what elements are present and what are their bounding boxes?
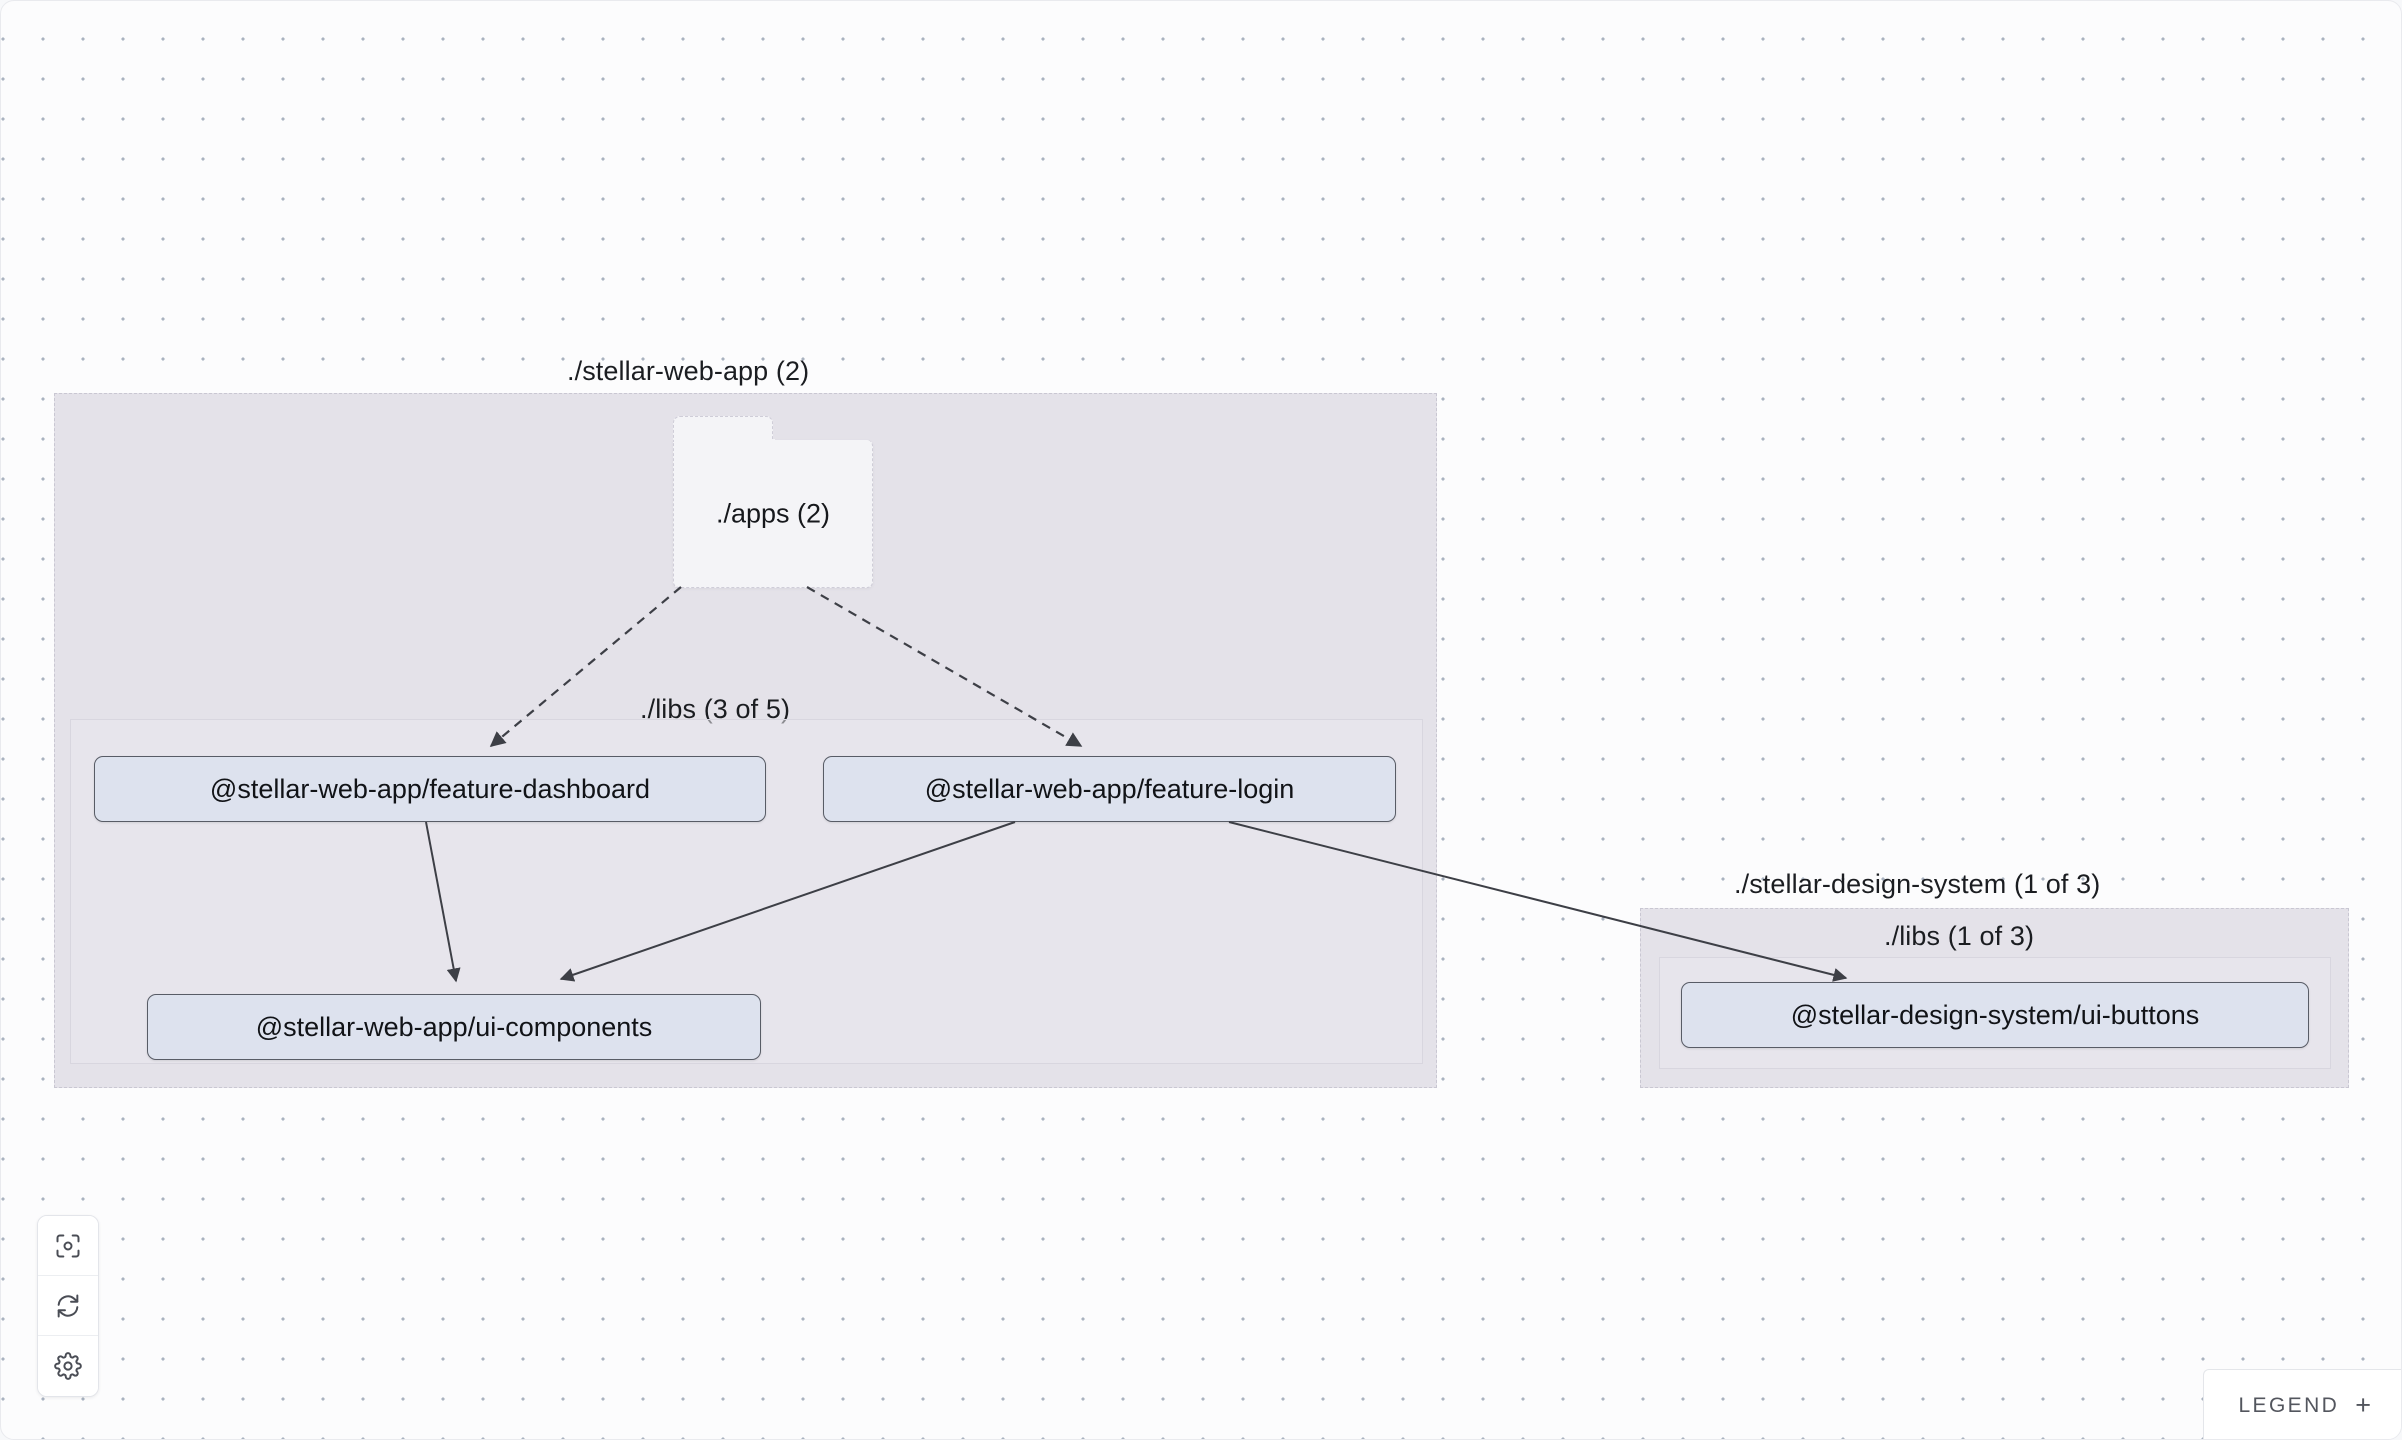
folder-tab — [672, 416, 775, 445]
group-title-stellar-web-app: ./stellar-web-app (2) — [567, 356, 810, 386]
plus-icon: + — [2355, 1390, 2371, 1420]
focus-graph-button[interactable] — [38, 1216, 98, 1276]
focus-target-icon — [54, 1232, 82, 1260]
gear-icon — [54, 1352, 82, 1380]
refresh-icon — [54, 1292, 82, 1320]
canvas-toolbar[interactable] — [37, 1215, 99, 1397]
refresh-graph-button[interactable] — [38, 1276, 98, 1336]
group-title-stellar-design-system: ./stellar-design-system (1 of 3) — [1734, 869, 2101, 899]
subgroup-title-libs-design-system: ./libs (1 of 3) — [1884, 921, 2035, 951]
legend-toggle[interactable]: LEGEND + — [2203, 1369, 2401, 1439]
group-stellar-web-app[interactable]: ./libs (3 of 5) ./apps (2) @stellar-web-… — [54, 393, 1437, 1088]
node-feature-dashboard[interactable]: @stellar-web-app/feature-dashboard — [94, 756, 766, 822]
legend-label: LEGEND — [2238, 1393, 2340, 1417]
folder-node-apps[interactable]: ./apps (2) — [672, 416, 873, 588]
node-ui-buttons[interactable]: @stellar-design-system/ui-buttons — [1681, 982, 2309, 1048]
group-stellar-design-system[interactable]: ./libs (1 of 3) @stellar-design-system/u… — [1640, 908, 2349, 1088]
graph-settings-button[interactable] — [38, 1336, 98, 1396]
node-feature-login[interactable]: @stellar-web-app/feature-login — [823, 756, 1396, 822]
node-ui-components[interactable]: @stellar-web-app/ui-components — [147, 994, 761, 1060]
folder-node-apps-label: ./apps (2) — [715, 498, 831, 528]
